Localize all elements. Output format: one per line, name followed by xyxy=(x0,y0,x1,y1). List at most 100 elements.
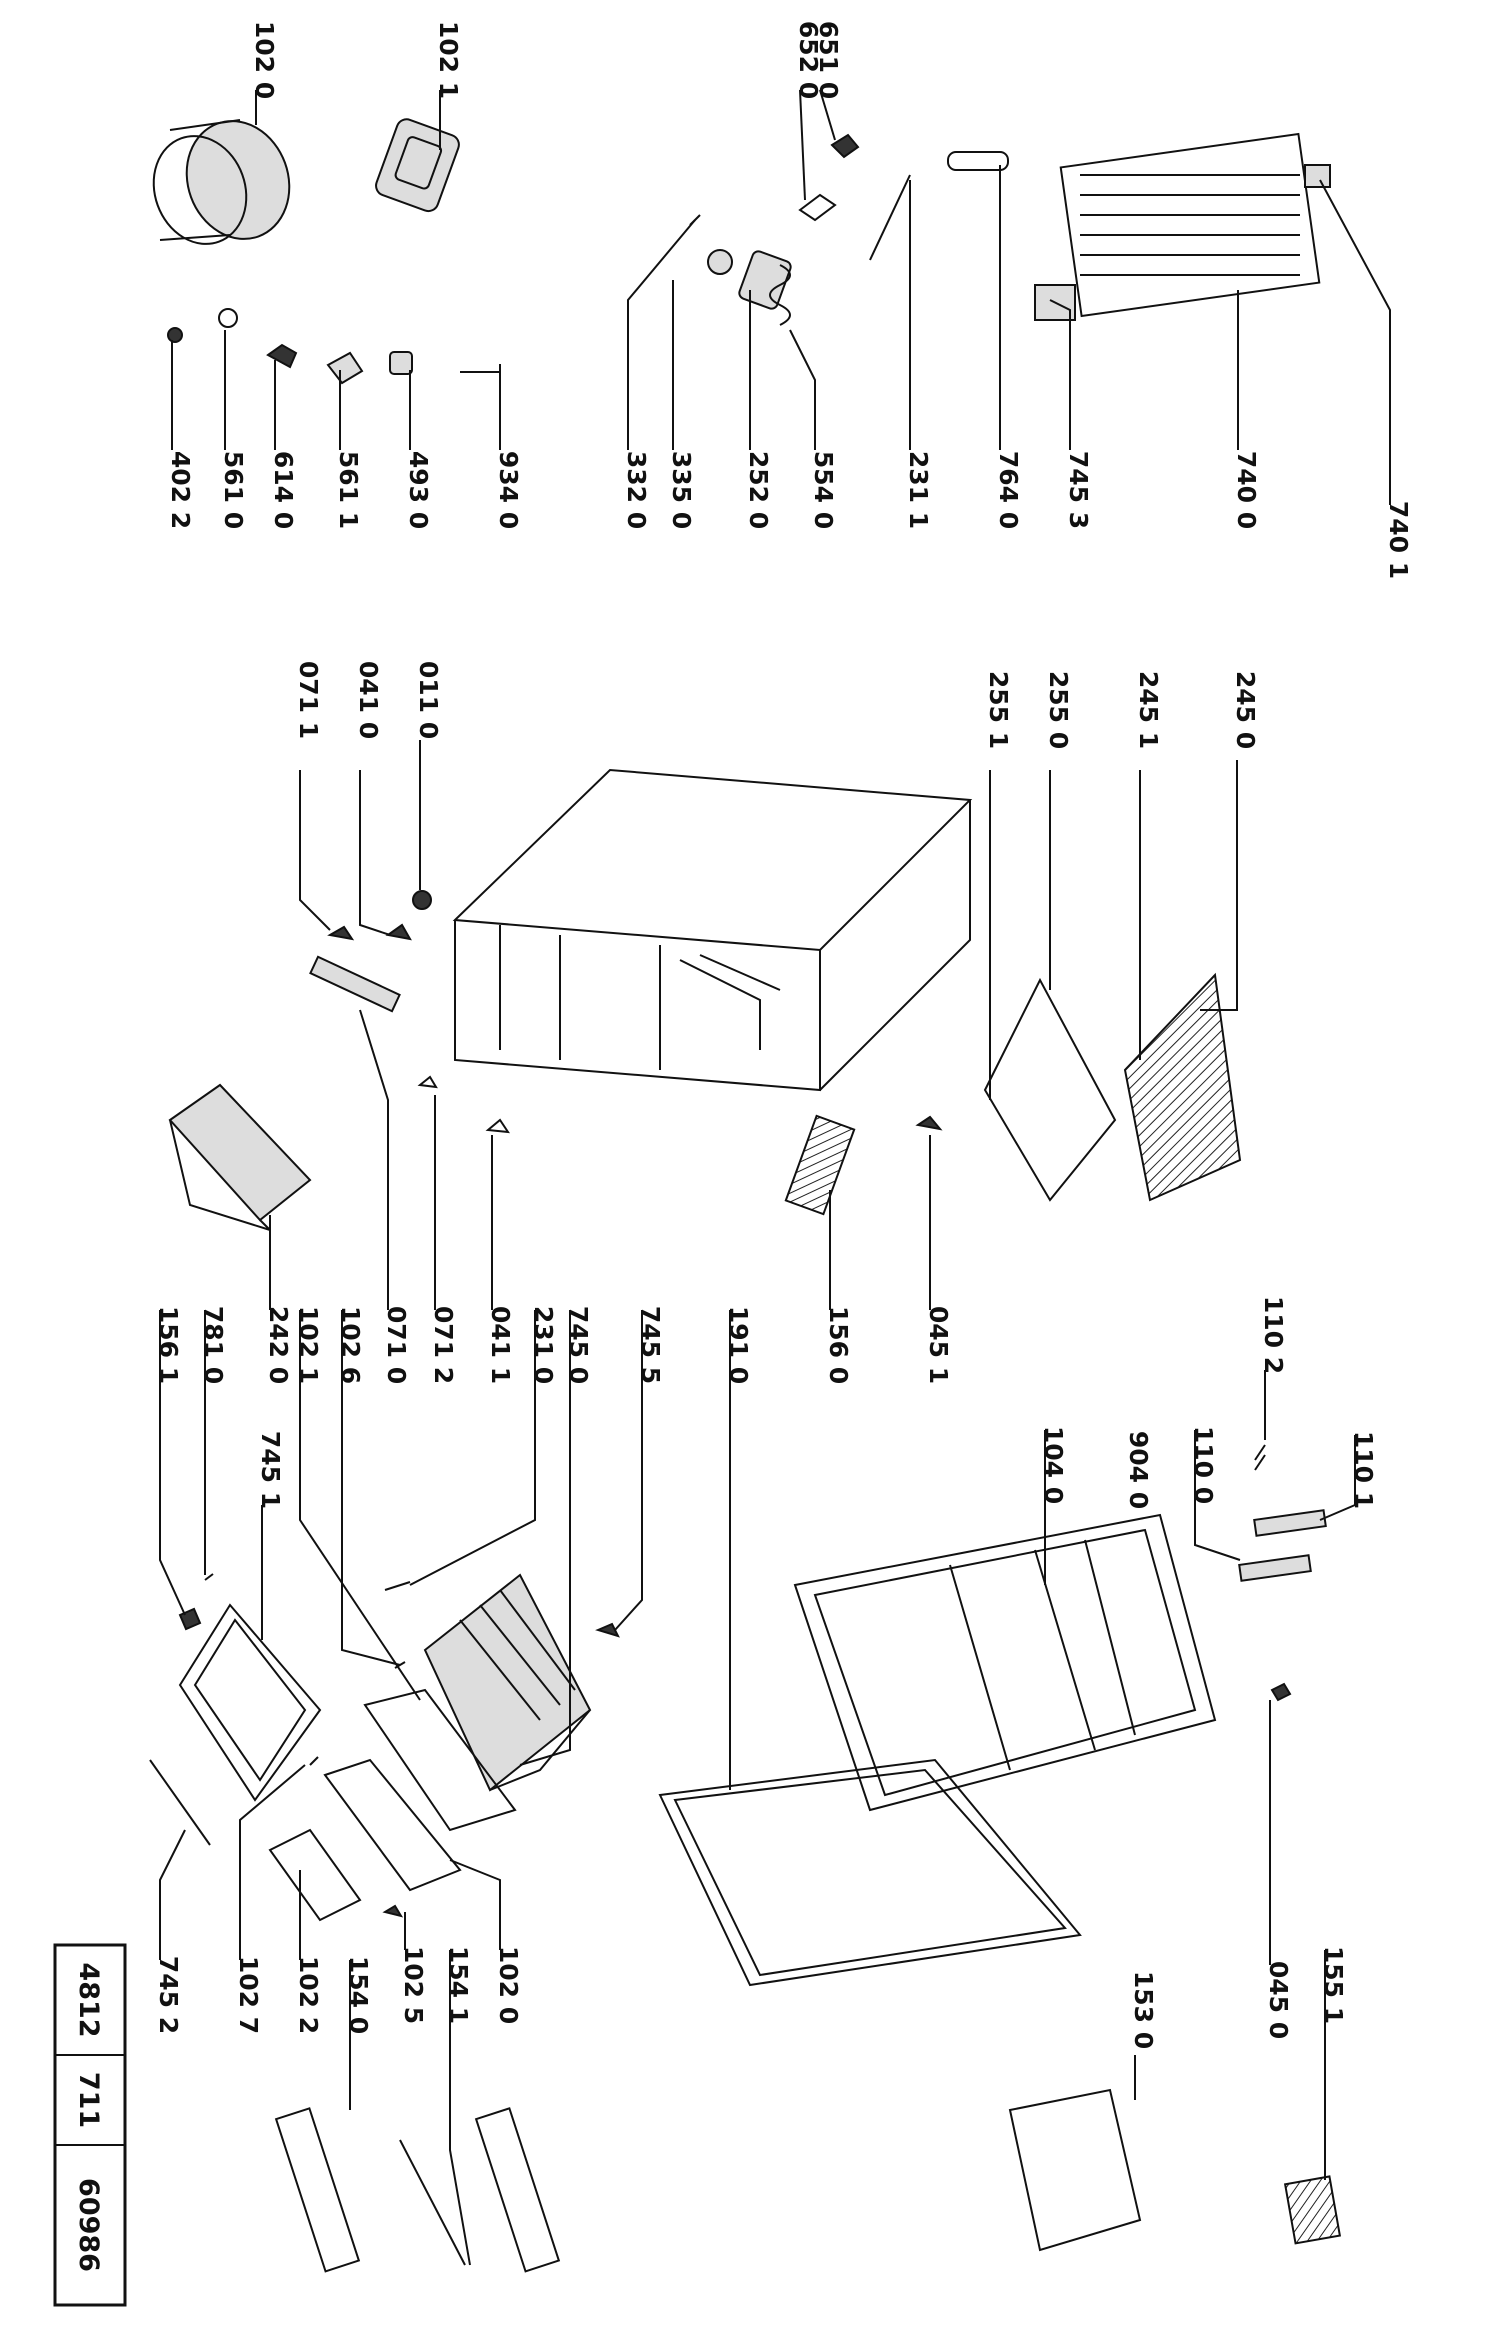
part-label: 745 2 xyxy=(154,1956,183,2034)
part-label: 904 0 xyxy=(1124,1431,1153,1509)
part-745-1-inner xyxy=(193,1618,307,1782)
part-label: 402 2 xyxy=(166,451,195,529)
part-label: 154 0 xyxy=(344,1956,373,2034)
part-label: 781 0 xyxy=(199,1306,228,1384)
relay-box-part xyxy=(375,118,460,213)
part-label: 332 0 xyxy=(622,451,651,529)
part-label: 071 1 xyxy=(294,661,323,739)
part-745-2-drawing xyxy=(149,1759,211,1846)
part-label: 102 6 xyxy=(336,1306,365,1384)
part-231-0-drawing xyxy=(384,1581,411,1591)
part-110-0-drawing xyxy=(1238,1554,1312,1582)
part-045-1-drawing xyxy=(915,1115,943,1131)
part-label: 554 0 xyxy=(809,451,838,529)
part-554-0-drawing xyxy=(769,264,791,326)
door-part xyxy=(793,1513,1217,1812)
part-155-1-drawing xyxy=(1283,2175,1342,2245)
part-651-0-drawing xyxy=(830,133,860,159)
part-label: 045 1 xyxy=(924,1306,953,1384)
part-102-2-drawing xyxy=(268,1828,362,1922)
part-label: 652 0 xyxy=(794,21,823,99)
part-110-2-drawing xyxy=(1254,1444,1266,1471)
part-154-1-rod xyxy=(399,2139,466,2266)
part-245-0-drawing xyxy=(1123,972,1242,1202)
part-041-1-drawing xyxy=(485,1118,511,1134)
part-402-2-drawing xyxy=(167,327,183,343)
part-drawings xyxy=(149,118,1342,2273)
part-071-1-drawing xyxy=(327,925,355,941)
part-label: 155 1 xyxy=(1319,1946,1348,2024)
part-label: 041 1 xyxy=(486,1306,515,1384)
part-label: 041 0 xyxy=(354,661,383,739)
part-041-0-drawing xyxy=(385,923,412,941)
part-652-0-drawing xyxy=(798,193,837,222)
part-label: 764 0 xyxy=(994,451,1023,529)
part-154-0-drawing xyxy=(274,2107,361,2273)
part-label: 110 0 xyxy=(1189,1426,1218,1504)
part-label: 154 1 xyxy=(444,1946,473,2024)
part-label: 561 1 xyxy=(334,451,363,529)
part-label: 561 0 xyxy=(219,451,248,529)
part-740-1-drawing xyxy=(1304,164,1331,188)
part-764-0-drawing xyxy=(947,151,1009,171)
part-label: 231 0 xyxy=(529,1306,558,1384)
part-102-7-drawing xyxy=(309,1756,319,1766)
part-label: 102 2 xyxy=(294,1956,323,2034)
part-label: 156 1 xyxy=(154,1306,183,1384)
part-label: 245 1 xyxy=(1134,671,1163,749)
part-label: 102 7 xyxy=(234,1956,263,2034)
part-label: 045 0 xyxy=(1264,1961,1293,2039)
part-label: 011 0 xyxy=(414,661,443,739)
part-label: 614 0 xyxy=(269,451,298,529)
part-label: 102 1 xyxy=(294,1306,323,1384)
part-102-0-drawing xyxy=(323,1758,462,1892)
part-label: 335 0 xyxy=(667,451,696,529)
part-label: 156 0 xyxy=(824,1306,853,1384)
code-box: 4812 711 60986 xyxy=(53,1943,127,2307)
part-label: 245 0 xyxy=(1231,671,1260,749)
part-781-0-drawing xyxy=(204,1573,214,1581)
part-label: 934 0 xyxy=(494,451,523,529)
part-102-5-drawing xyxy=(382,1904,404,1918)
part-label: 110 1 xyxy=(1349,1431,1378,1509)
part-934-0-drawing xyxy=(460,364,501,373)
part-252-0-drawing xyxy=(738,250,792,310)
part-label: 102 0 xyxy=(494,1946,523,2024)
part-110-1-drawing xyxy=(1253,1509,1327,1537)
cabinet-part xyxy=(452,768,973,1092)
code-part-2: 711 xyxy=(73,2072,104,2128)
part-153-0-drawing xyxy=(1008,2088,1142,2252)
part-561-0-drawing xyxy=(218,308,238,328)
part-011-0-drawing xyxy=(412,890,432,910)
part-191-0-inner xyxy=(673,1768,1067,1977)
part-label: 745 1 xyxy=(256,1431,285,1509)
part-154-1-drawing xyxy=(474,2107,561,2273)
part-561-1-drawing xyxy=(326,351,364,385)
part-231-1-drawing xyxy=(869,174,911,261)
part-label: 102 1 xyxy=(434,21,463,99)
part-255-0-drawing xyxy=(983,977,1117,1202)
leader-lines xyxy=(159,89,1391,2266)
part-label: 651 0 xyxy=(814,21,843,99)
part-label: 231 1 xyxy=(904,451,933,529)
compressor-part xyxy=(152,119,291,245)
crisper-part xyxy=(168,1083,312,1231)
part-745-1-drawing xyxy=(178,1603,322,1802)
part-label: 102 5 xyxy=(399,1946,428,2024)
part-label: 740 0 xyxy=(1232,451,1261,529)
part-label: 110 2 xyxy=(1259,1296,1288,1374)
part-label: 252 0 xyxy=(744,451,773,529)
part-493-0-drawing xyxy=(389,351,413,375)
part-label: 740 1 xyxy=(1384,501,1413,579)
part-102-1-drawing xyxy=(363,1688,517,1832)
part-label: 745 5 xyxy=(636,1306,665,1384)
part-191-0-drawing xyxy=(658,1758,1082,1987)
code-part-1: 4812 xyxy=(73,1962,104,2037)
evaporator-coil-part xyxy=(1059,132,1321,318)
part-label: 493 0 xyxy=(404,451,433,529)
part-label: 745 0 xyxy=(564,1306,593,1384)
part-071-0-drawing xyxy=(309,955,401,1013)
